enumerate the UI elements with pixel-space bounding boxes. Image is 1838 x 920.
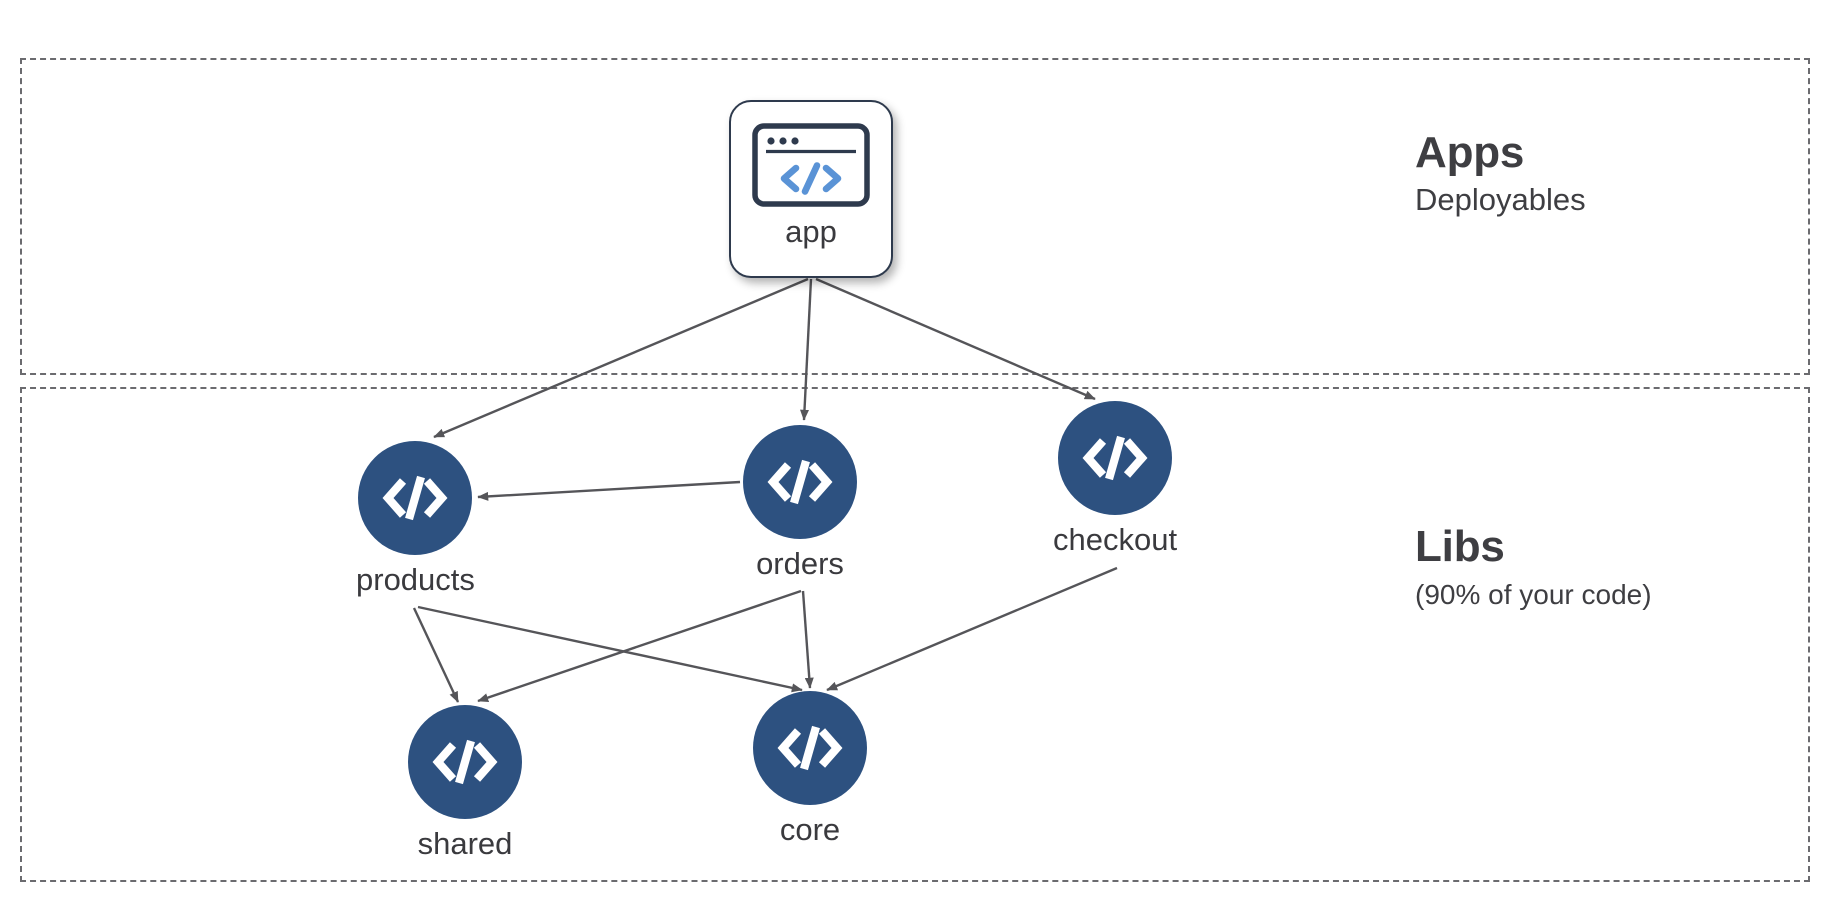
code-brackets-icon [432, 739, 498, 785]
zone-apps-title: Apps [1415, 128, 1525, 177]
zone-libs-title: Libs [1415, 522, 1505, 571]
node-products-label: products [356, 562, 475, 597]
code-brackets-icon [382, 475, 448, 521]
zone-libs-legend: Libs (90% of your code) [1415, 522, 1652, 611]
node-core[interactable]: core [753, 691, 867, 847]
zone-apps-legend: Apps Deployables [1415, 128, 1586, 218]
node-app[interactable]: app [729, 100, 893, 278]
zone-libs-subtitle: (90% of your code) [1415, 579, 1652, 611]
node-shared[interactable]: shared [408, 705, 522, 861]
node-products[interactable]: products [356, 441, 475, 597]
node-app-label: app [785, 214, 837, 249]
code-brackets-icon [777, 725, 843, 771]
node-checkout-circle [1058, 401, 1173, 515]
node-core-circle [753, 691, 867, 805]
node-orders-label: orders [756, 546, 844, 581]
node-checkout[interactable]: checkout [1053, 401, 1177, 557]
browser-code-icon [752, 123, 870, 207]
zone-libs [20, 387, 1810, 882]
code-brackets-icon [767, 459, 833, 505]
node-products-circle [358, 441, 473, 555]
node-shared-label: shared [417, 826, 513, 861]
node-orders[interactable]: orders [743, 425, 857, 581]
node-shared-circle [408, 705, 522, 819]
node-orders-circle [743, 425, 857, 539]
zone-apps-subtitle: Deployables [1415, 182, 1586, 218]
node-checkout-label: checkout [1053, 522, 1178, 557]
code-brackets-icon [1082, 435, 1148, 481]
node-core-label: core [779, 812, 841, 847]
